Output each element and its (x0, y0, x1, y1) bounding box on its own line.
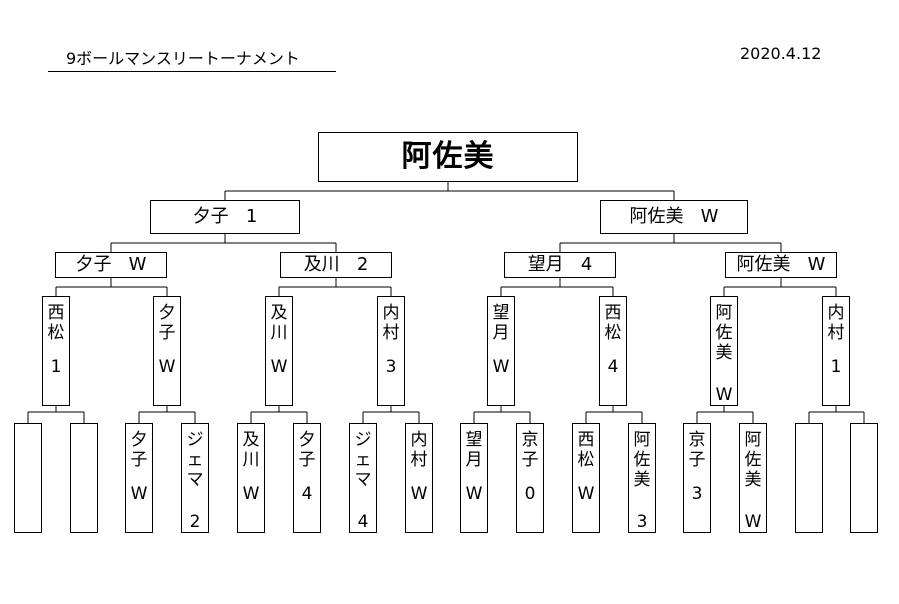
round2-box-7-score: 1 (830, 357, 842, 377)
round1-box-14 (795, 423, 823, 533)
round1-box-4-score: W (242, 484, 260, 504)
round2-box-1-player-name: 夕子 (158, 303, 176, 343)
round2-box-0: 西松 1 (42, 296, 70, 406)
round1-box-12-player-name: 京子 (688, 430, 706, 470)
round1-box-10: 西松 W (572, 423, 600, 533)
round1-box-12: 京子 3 (683, 423, 711, 533)
round1-box-11: 阿佐美 3 (628, 423, 656, 533)
round1-box-10-score: W (577, 484, 595, 504)
round1-box-1 (70, 423, 98, 533)
round1-box-13: 阿佐美 W (739, 423, 767, 533)
round2-box-7-player-name: 内村 (827, 303, 845, 343)
round1-box-8-score: W (465, 484, 483, 504)
round1-box-0 (14, 423, 42, 533)
round1-box-4: 及川 W (237, 423, 265, 533)
event-date: 2020.4.12 (740, 44, 822, 63)
quarterfinal-box-1: 及川 2 (280, 252, 392, 278)
champion-box: 阿佐美 (318, 132, 578, 182)
round2-box-3: 内村 3 (377, 296, 405, 406)
round1-box-11-score: 3 (636, 512, 648, 532)
round1-box-4-player-name: 及川 (242, 430, 260, 470)
round2-box-5-player-name: 西松 (604, 303, 622, 343)
round1-box-7: 内村 W (405, 423, 433, 533)
round2-box-2-score: W (270, 357, 288, 377)
round1-box-9-score: 0 (524, 484, 536, 504)
page-title: 9ボールマンスリートーナメント (48, 48, 336, 72)
round1-box-10-player-name: 西松 (577, 430, 595, 470)
round1-box-2: 夕子 W (125, 423, 153, 533)
round1-box-7-player-name: 内村 (410, 430, 428, 470)
round1-box-9: 京子 0 (516, 423, 544, 533)
round1-box-3-player-name: ジェマ (186, 430, 204, 490)
semifinal-box-1: 阿佐美 W (600, 200, 748, 234)
round2-box-2: 及川 W (265, 296, 293, 406)
quarterfinal-box-2: 望月 4 (504, 252, 616, 278)
round1-box-5-player-name: 夕子 (298, 430, 316, 470)
round1-box-8-player-name: 望月 (465, 430, 483, 470)
round2-box-6-player-name: 阿佐美 (715, 303, 733, 363)
quarterfinal-box-3-player-name: 阿佐美 (736, 254, 791, 275)
round1-box-5: 夕子 4 (293, 423, 321, 533)
quarterfinal-box-0-score: W (128, 254, 147, 275)
round2-box-1-score: W (158, 357, 176, 377)
round1-box-7-score: W (410, 484, 428, 504)
quarterfinal-box-0-player-name: 夕子 (75, 254, 112, 275)
round2-box-4: 望月 W (487, 296, 515, 406)
quarterfinal-box-3-score: W (807, 254, 826, 275)
quarterfinal-box-0: 夕子 W (55, 252, 167, 278)
round1-box-13-player-name: 阿佐美 (744, 430, 762, 490)
round2-box-1: 夕子 W (153, 296, 181, 406)
round2-box-3-score: 3 (385, 357, 397, 377)
round1-box-2-player-name: 夕子 (130, 430, 148, 470)
quarterfinal-box-3: 阿佐美 W (725, 252, 837, 278)
round1-box-9-player-name: 京子 (521, 430, 539, 470)
semifinal-box-1-player-name: 阿佐美 (629, 206, 684, 227)
round1-box-6-player-name: ジェマ (354, 430, 372, 490)
round2-box-6: 阿佐美 W (710, 296, 738, 406)
semifinal-box-1-score: W (700, 206, 719, 227)
semifinal-box-0-score: 1 (245, 206, 258, 227)
round1-box-8: 望月 W (460, 423, 488, 533)
round1-box-3-score: 2 (189, 512, 201, 532)
semifinal-box-0: 夕子 1 (150, 200, 300, 234)
round2-box-5: 西松 4 (599, 296, 627, 406)
round2-box-5-score: 4 (607, 357, 619, 377)
round1-box-5-score: 4 (301, 484, 313, 504)
round1-box-12-score: 3 (691, 484, 703, 504)
round1-box-6: ジェマ 4 (349, 423, 377, 533)
champion-box-player-name: 阿佐美 (401, 139, 495, 174)
round2-box-0-player-name: 西松 (47, 303, 65, 343)
quarterfinal-box-2-player-name: 望月 (527, 254, 564, 275)
round1-box-13-score: W (744, 512, 762, 532)
quarterfinal-box-1-player-name: 及川 (303, 254, 340, 275)
round2-box-4-player-name: 望月 (492, 303, 510, 343)
round2-box-0-score: 1 (50, 357, 62, 377)
round2-box-6-score: W (715, 385, 733, 405)
quarterfinal-box-1-score: 2 (356, 254, 369, 275)
round1-box-3: ジェマ 2 (181, 423, 209, 533)
quarterfinal-box-2-score: 4 (580, 254, 593, 275)
round1-box-15 (850, 423, 878, 533)
round2-box-3-player-name: 内村 (382, 303, 400, 343)
round1-box-6-score: 4 (357, 512, 369, 532)
round2-box-4-score: W (492, 357, 510, 377)
round2-box-7: 内村 1 (822, 296, 850, 406)
round2-box-2-player-name: 及川 (270, 303, 288, 343)
round1-box-2-score: W (130, 484, 148, 504)
semifinal-box-0-player-name: 夕子 (192, 206, 229, 227)
round1-box-11-player-name: 阿佐美 (633, 430, 651, 490)
